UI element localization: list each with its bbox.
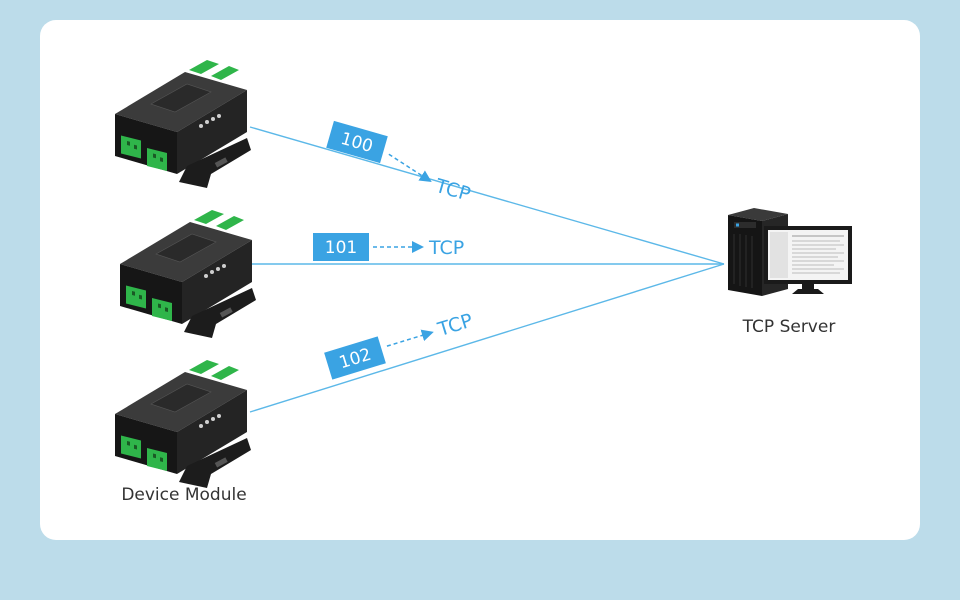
connection-tag-2: 101 TCP [313, 233, 464, 261]
server-icon [728, 208, 852, 296]
device-module-label: Device Module [121, 485, 246, 505]
device-module-2 [119, 209, 257, 339]
server-label: TCP Server [742, 317, 836, 337]
arrow-1 [388, 153, 432, 183]
arrow-3 [386, 329, 434, 347]
connection-line-1 [249, 126, 725, 265]
protocol-label-3: TCP [434, 310, 475, 342]
connection-line-3 [249, 263, 725, 413]
connection-tag-1: 100 TCP [326, 120, 473, 206]
device-module-3 [114, 359, 252, 489]
connection-tag-3: 102 TCP [324, 310, 475, 380]
device-module-1 [114, 59, 252, 189]
protocol-label-1: TCP [432, 175, 473, 206]
connection-id-2: 101 [325, 238, 357, 258]
protocol-label-2: TCP [428, 237, 464, 259]
